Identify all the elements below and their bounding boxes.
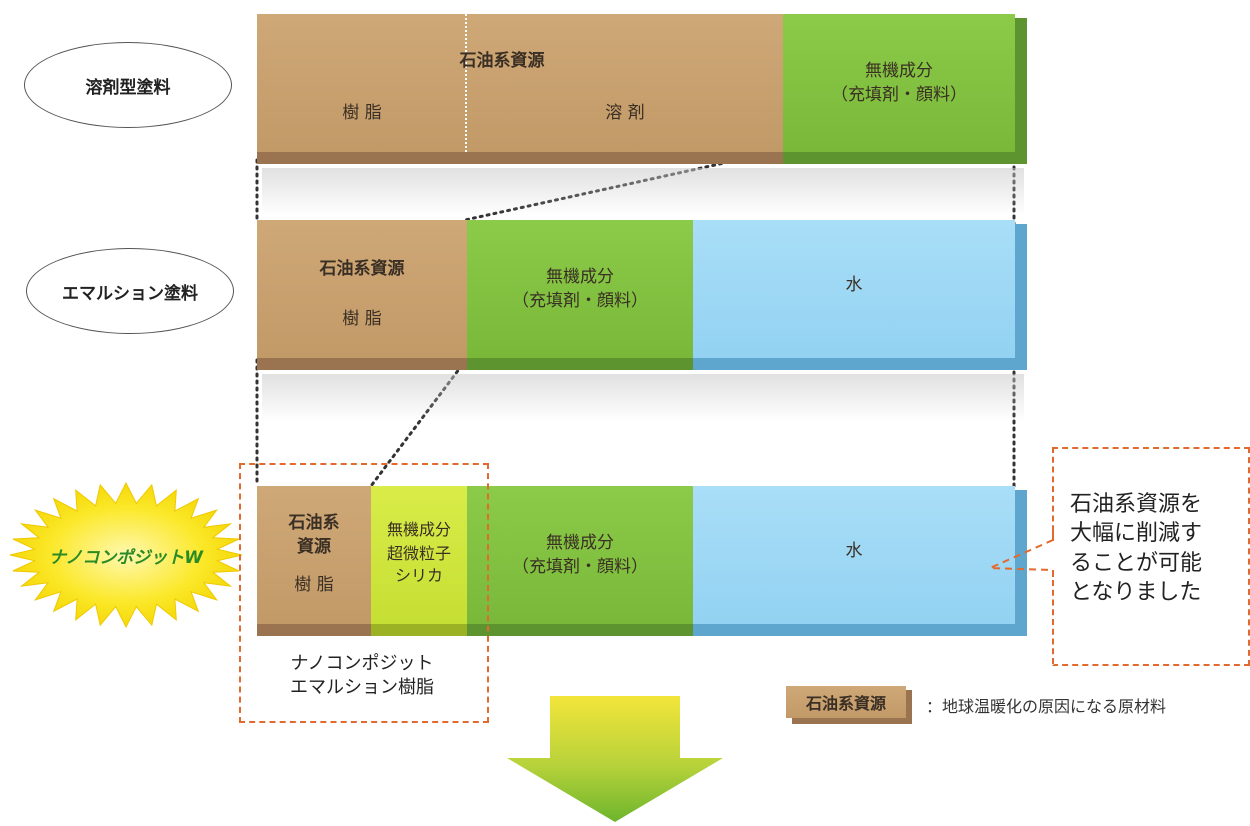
row1-bar: 樹 脂 溶 剤 石油系資源 無機成分 （充填剤・顔料） [257, 14, 1027, 164]
row2-petroleum-label: 石油系資源 [319, 259, 405, 279]
callout-line2: 大幅に削減す [1070, 521, 1203, 547]
callout-line1: 石油系資源を [1070, 492, 1203, 517]
row3-inorganic-segment: 無機成分 （充填剤・顔料） [467, 486, 693, 624]
row1-bar-bottom-green [783, 152, 1027, 164]
row2-bar-bottom-tan [257, 358, 467, 370]
row1-resin-label: 樹 脂 [342, 103, 382, 123]
row1-solvent-segment: 溶 剤 [467, 14, 783, 152]
down-arrow-icon [507, 696, 723, 822]
callout-text: 石油系資源を 大幅に削減す ることが可能 となりました [1070, 490, 1242, 607]
row2-inorganic-label: 無機成分 [546, 267, 614, 287]
row1-solvent-label: 溶 剤 [605, 103, 645, 123]
row3-water-label: 水 [845, 541, 863, 561]
row3-silica-line3: シリカ [394, 566, 443, 585]
row3-bar-bottom-green [467, 624, 693, 636]
row2-bar-bottom-green [467, 358, 693, 370]
row3-title: ナノコンポジットW [49, 548, 203, 568]
nanocomposite-highlight-box [239, 463, 489, 723]
callout-line4: となりました [1070, 579, 1202, 605]
row3-petroleum-line2: 資源 [297, 537, 331, 557]
callout-pointer [989, 528, 1054, 580]
nanocomposite-caption-line2: エマルション樹脂 [290, 677, 434, 699]
row2-bar: 石油系資源 樹 脂 無機成分 （充填剤・顔料） 水 [257, 220, 1027, 370]
row1-title-ellipse: 溶剤型塗料 [24, 42, 232, 128]
row3-bar-bottom-tan [257, 624, 371, 636]
sunburst-badge [9, 481, 243, 629]
row2-inorganic-segment: 無機成分 （充填剤・顔料） [467, 220, 693, 358]
row1-resin-segment: 樹 脂 [257, 14, 467, 152]
row3-resin-label: 樹 脂 [294, 575, 334, 595]
row1-inorganic-segment: 無機成分 （充填剤・顔料） [783, 14, 1015, 152]
callout-box [1052, 447, 1250, 666]
row2-water-segment: 水 [693, 220, 1015, 358]
row2-inorganic-sub: （充填剤・顔料） [512, 291, 648, 311]
legend-text: ：地球温暖化の原因になる原材料 [926, 697, 1167, 716]
row1-bar-side [1015, 18, 1027, 164]
row3-bar-bottom-blue [693, 624, 1027, 636]
row1-inorganic-sub: （充填剤・顔料） [831, 85, 967, 105]
row3-petroleum-line1: 石油系 [288, 513, 340, 533]
callout-box-left-top [1052, 447, 1054, 541]
row2-resin-segment: 石油系資源 樹 脂 [257, 220, 467, 358]
row3-silica-label: 無機成分 [386, 520, 451, 539]
row3-inorganic-sub: （充填剤・顔料） [512, 557, 648, 577]
legend-swatch: 石油系資源 [786, 686, 914, 724]
row1-inorganic-label: 無機成分 [865, 61, 933, 81]
callout-box-left-bottom [1052, 580, 1054, 664]
row3-inorganic-label: 無機成分 [546, 533, 614, 553]
row2-title: エマルション塗料 [62, 283, 198, 304]
row3-bar-bottom-lime [371, 624, 467, 636]
row1-bar-bottom [257, 152, 783, 164]
row3-resin-segment: 石油系 資源 樹 脂 [257, 486, 371, 624]
row1-title: 溶剤型塗料 [85, 77, 171, 98]
row3-silica-segment: 無機成分 超微粒子 シリカ [371, 486, 467, 624]
row3-bar: 石油系 資源 樹 脂 無機成分 超微粒子 シリカ 無機成分 （充填剤・顔料） 水 [257, 486, 1027, 636]
row2-bar-side [1015, 224, 1027, 370]
row2-resin-label: 樹 脂 [342, 309, 382, 329]
legend-swatch-label: 石油系資源 [805, 694, 886, 713]
row1-petroleum-label: 石油系資源 [459, 51, 545, 71]
row3-water-segment: 水 [693, 486, 1015, 624]
nanocomposite-caption: ナノコンポジット エマルション樹脂 [239, 652, 485, 701]
row3-silica-line2: 超微粒子 [386, 544, 451, 563]
nanocomposite-caption-line1: ナノコンポジット [290, 653, 434, 674]
row2-shadow-glow [262, 374, 1024, 422]
row1-shadow-glow [262, 168, 1024, 216]
row2-bar-bottom-blue [693, 358, 1027, 370]
row1-divider [465, 14, 467, 152]
row3-bar-side [1015, 490, 1027, 636]
row2-water-label: 水 [845, 275, 863, 295]
callout-line3: ることが可能 [1070, 550, 1203, 576]
row2-title-ellipse: エマルション塗料 [26, 248, 234, 334]
